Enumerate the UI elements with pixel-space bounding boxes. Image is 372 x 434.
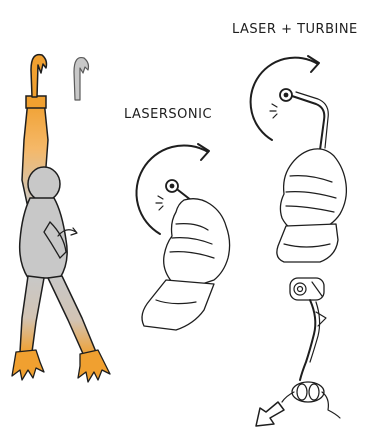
- label-laser-turbine: LASER + TURBINE: [232, 22, 358, 37]
- claw-hand: [31, 55, 47, 97]
- head: [28, 167, 60, 201]
- laser-turbine-illustration: [251, 56, 347, 262]
- left-leg: [20, 276, 44, 352]
- turbine-handle: [292, 96, 324, 150]
- gray-hook: [74, 58, 89, 100]
- turbine-cable: [300, 300, 315, 380]
- wrist-cuff: [26, 96, 46, 108]
- right-claw-foot: [78, 350, 110, 382]
- turbine-detail-illustration: [256, 278, 340, 426]
- lasersonic-illustration: [136, 144, 229, 330]
- fist-turbine: [280, 149, 346, 232]
- sleeve-turbine: [277, 224, 338, 262]
- fist-lasersonic: [164, 199, 230, 288]
- sleeve-lasersonic: [142, 280, 214, 330]
- turbine-mount: [290, 278, 324, 300]
- figure-with-raised-arm: [12, 55, 110, 382]
- right-leg: [48, 276, 96, 356]
- left-claw-foot: [12, 350, 44, 380]
- label-lasersonic: LASERSONIC: [124, 107, 212, 122]
- thrust-arrow: [256, 402, 284, 426]
